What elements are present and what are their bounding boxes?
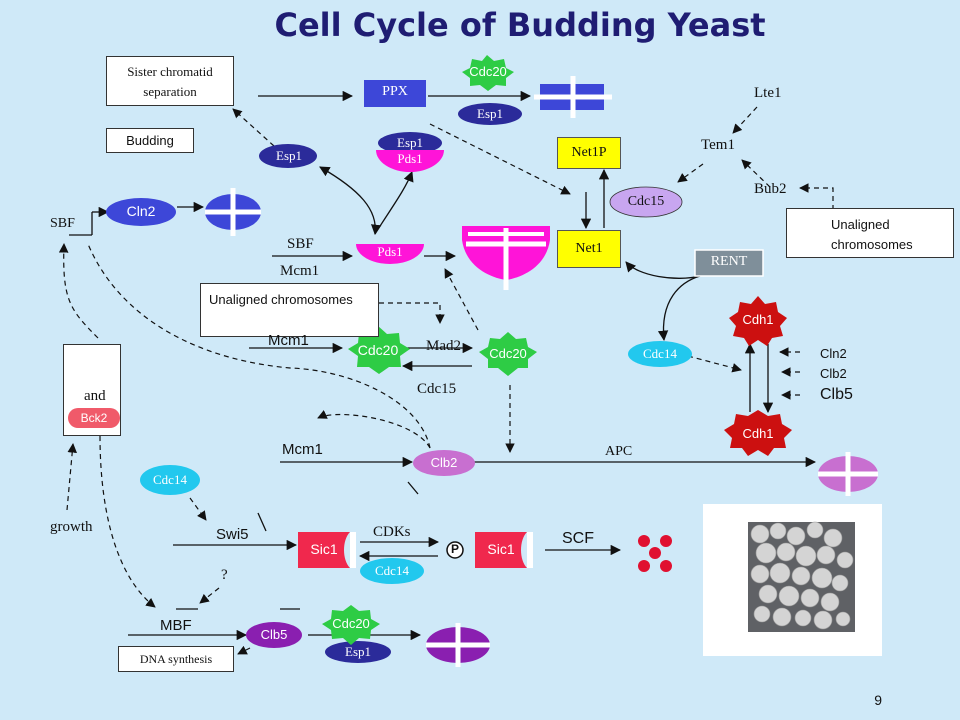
clb5-label: Clb5 bbox=[260, 627, 288, 642]
pds1-shape bbox=[356, 244, 424, 264]
bub2-label: Bub2 bbox=[754, 181, 787, 197]
mcm1-c-label: Mcm1 bbox=[282, 441, 323, 458]
esp1-top-shape bbox=[458, 103, 522, 125]
cdc15-pill-label: Cdc15 bbox=[627, 194, 665, 209]
clb5-shape bbox=[246, 622, 302, 648]
cdc14-left-shape bbox=[140, 465, 200, 495]
cdc14-right-label: Cdc14 bbox=[643, 346, 677, 361]
unaligned-chromosomes-right-box: Unaligned chromosomes bbox=[786, 208, 954, 258]
ppx-box bbox=[364, 80, 426, 107]
cdc20-mid-label: Cdc20 bbox=[357, 342, 399, 358]
bck2-label: Bck2 bbox=[68, 408, 120, 428]
sic1-left-edge bbox=[350, 532, 356, 568]
red-dots-icon bbox=[638, 535, 672, 572]
esp1-complex-label: Esp1 bbox=[397, 135, 423, 150]
cdc14-left-label: Cdc14 bbox=[153, 472, 187, 487]
cln2-label: Cln2 bbox=[126, 203, 156, 219]
question-label: ? bbox=[221, 567, 228, 583]
cdc15-text-label: Cdc15 bbox=[417, 381, 457, 397]
sic1-left-label: Sic1 bbox=[310, 541, 338, 557]
purple-cross-icon-apc bbox=[818, 452, 878, 496]
cdc14-bottom-label: Cdc14 bbox=[375, 563, 409, 578]
sbf-left-label: SBF bbox=[50, 216, 75, 231]
mbf-label: MBF bbox=[160, 617, 192, 634]
unaligned-chromosomes-left-box: Unaligned chromosomes bbox=[200, 283, 379, 337]
sic1-right-shape bbox=[475, 532, 527, 568]
cdc14-bottom-shape bbox=[360, 558, 424, 584]
cdc20-right-shape bbox=[479, 332, 537, 376]
cdc14-right-shape bbox=[628, 341, 692, 367]
cdh1-bottom-label: Cdh1 bbox=[742, 426, 774, 441]
esp1-top-label: Esp1 bbox=[477, 106, 503, 121]
cdks-label: CDKs bbox=[373, 524, 411, 540]
sister-chromatid-separation-box: Sister chromatid separation bbox=[106, 56, 234, 106]
cln2-side-label: Cln2 bbox=[820, 346, 847, 361]
dna-synthesis-box: DNA synthesis bbox=[118, 646, 234, 672]
pds1-label: Pds1 bbox=[377, 244, 403, 259]
purple-cross-icon-clb5 bbox=[426, 623, 490, 667]
esp1-bottom-shape bbox=[325, 641, 391, 663]
dashed-arrows bbox=[58, 106, 834, 655]
cdh1-bottom-shape bbox=[724, 410, 792, 456]
cln2-shape bbox=[106, 198, 176, 226]
and-label: and bbox=[84, 388, 106, 404]
magenta-pds1-cup-icon bbox=[462, 226, 550, 290]
net1p-box: Net1P bbox=[557, 137, 621, 169]
net1-box: Net1 bbox=[557, 230, 621, 268]
esp1-left-label: Esp1 bbox=[276, 148, 302, 163]
cdc20-bottom-label: Cdc20 bbox=[332, 616, 370, 631]
mad2-label: Mad2 bbox=[426, 338, 461, 354]
scf-label: SCF bbox=[562, 530, 594, 547]
phospho-badge-shape bbox=[446, 541, 464, 559]
yeast-photo bbox=[703, 504, 882, 656]
sic1-left-shape bbox=[298, 532, 350, 568]
clb2-label: Clb2 bbox=[430, 455, 458, 470]
unaligned-chromosomes-left-label: Unaligned chromosomes bbox=[209, 292, 353, 307]
cdh1-top-label: Cdh1 bbox=[742, 312, 774, 327]
pds1-complex-shape bbox=[376, 150, 444, 172]
phospho-badge-label: P bbox=[450, 542, 459, 556]
sic1-right-edge bbox=[527, 532, 533, 568]
clb2-side-label: Clb2 bbox=[820, 366, 847, 381]
clb5-side-label: Clb5 bbox=[820, 386, 853, 403]
blue-cross-icon bbox=[205, 188, 261, 236]
solid-arrows bbox=[69, 90, 817, 641]
cdh1-top-shape bbox=[729, 296, 787, 346]
sbf-mid-label: SBF bbox=[287, 236, 314, 252]
page-number: 9 bbox=[874, 692, 882, 708]
rent-box bbox=[694, 249, 764, 277]
sic1-right-label: Sic1 bbox=[487, 541, 515, 557]
cdc20-right-label: Cdc20 bbox=[489, 346, 527, 361]
mcm1-a-label: Mcm1 bbox=[280, 263, 320, 279]
cdc20-top-label: Cdc20 bbox=[469, 64, 507, 79]
cdc20-bottom-shape bbox=[322, 605, 380, 645]
swi5-label: Swi5 bbox=[216, 526, 249, 543]
slide-title: Cell Cycle of Budding Yeast bbox=[274, 6, 766, 44]
clb2-shape bbox=[413, 450, 475, 476]
lte1-label: Lte1 bbox=[754, 85, 782, 101]
rent-label: RENT bbox=[710, 254, 748, 269]
esp1-complex-shape bbox=[378, 132, 442, 154]
cln3-label: Cln3 bbox=[83, 359, 109, 373]
esp1-left-shape bbox=[259, 144, 317, 168]
cdc20-top-shape bbox=[462, 55, 514, 91]
growth-label: growth bbox=[50, 519, 93, 535]
tem1-label: Tem1 bbox=[701, 137, 735, 153]
ppx-label: PPX bbox=[382, 84, 408, 99]
cdc15-shape bbox=[609, 186, 683, 218]
esp1-bottom-label: Esp1 bbox=[345, 644, 371, 659]
mcm1-b-label: Mcm1 bbox=[268, 332, 309, 349]
blue-split-cross-icon bbox=[534, 76, 612, 118]
cdc20-mid-shape bbox=[348, 326, 410, 374]
pds1-complex-label: Pds1 bbox=[397, 151, 423, 166]
budding-box: Budding bbox=[106, 128, 194, 153]
apc-label: APC bbox=[605, 444, 633, 459]
unaligned-chromosomes-right-label: Unaligned chromosomes bbox=[831, 217, 913, 252]
